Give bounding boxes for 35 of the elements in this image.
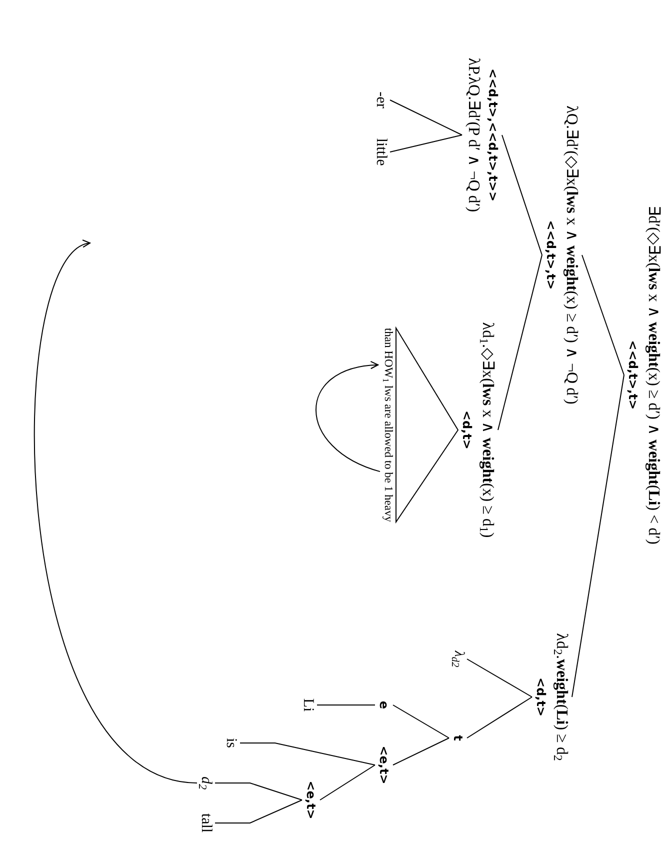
movement-arrow [316, 362, 380, 472]
leaf-word: is [222, 738, 240, 748]
tree-branch [582, 254, 624, 376]
tree-branch [390, 100, 462, 136]
tree-branch [392, 738, 450, 766]
leaf-word: tall [197, 813, 215, 833]
movement-arrow [34, 242, 198, 784]
tree-branch [466, 696, 532, 738]
tree-branch [502, 134, 542, 256]
type-label: <e,t> [303, 780, 319, 820]
type-label: <e,t> [376, 746, 392, 784]
type-label: <d,t> [459, 410, 475, 450]
tree-branch [392, 704, 450, 738]
tree-branch [390, 134, 462, 152]
type-label: <<d,t>,t> [543, 220, 559, 290]
type-label: <d,t> [533, 678, 549, 716]
leaf-word: little [372, 138, 390, 166]
formula: λQ.∃d′(◇∃x(lws x ∧ weight(x) ≥ d′) ∧ ¬Q d′) [562, 106, 581, 404]
formula: λP.λQ.∃d′(P d′ ∧ ¬Q d′) [464, 58, 483, 212]
tree-branch [572, 374, 624, 698]
tree-branch [240, 742, 376, 766]
type-label: e [376, 700, 392, 710]
leaf-word: -er [372, 92, 390, 108]
tree-branch [316, 704, 376, 706]
leaf-word: Li [299, 698, 317, 712]
tree-branch [214, 782, 302, 800]
type-label: <<d,t>,t> [625, 340, 641, 410]
tree-branch [320, 764, 376, 800]
type-label: t [450, 735, 466, 741]
roof-triangle [396, 326, 459, 524]
tree-branch [214, 800, 302, 824]
tree-branch [498, 254, 542, 430]
formula: ∃d′(◇∃x(lws x ∧ weight(x) ≥ d′) ∧ weight(Li) < d′) [644, 206, 663, 544]
tree-branch [466, 658, 532, 698]
type-label: <<d,t>,<<d,t>,t>> [485, 68, 501, 202]
